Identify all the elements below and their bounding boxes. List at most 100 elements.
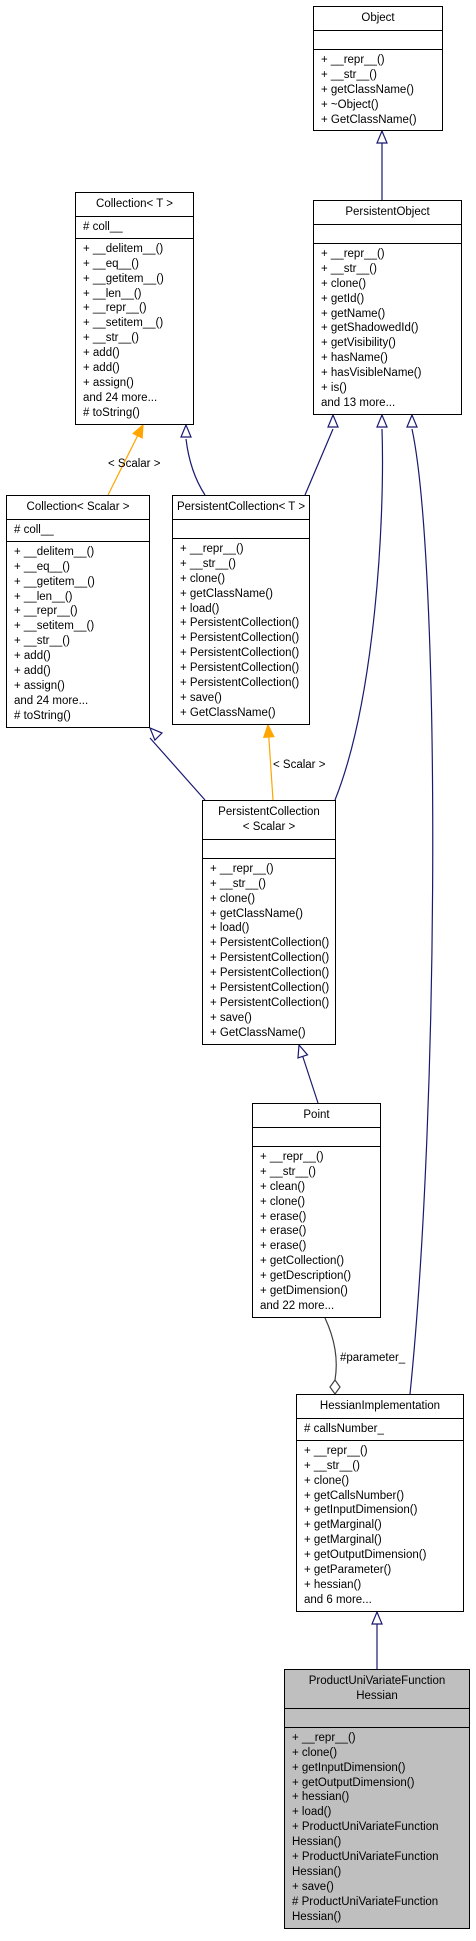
method: + __repr__() (321, 53, 385, 66)
method: + PersistentCollection() (180, 662, 300, 675)
collection-scalar-instantiates-collection-t (107, 424, 144, 496)
edge-label-scalar-collection: < Scalar > (108, 458, 161, 470)
method: + PersistentCollection() (210, 967, 330, 980)
methods-compartment: + __repr__()+ __str__()+ clone()+ getId(… (314, 242, 461, 414)
class-name: Point (303, 1109, 330, 1121)
method: Hessian() (292, 1865, 342, 1878)
class-collection-t[interactable]: Collection< T ># coll__+ __delitem__()+ … (75, 192, 194, 425)
class-title: Object (314, 7, 442, 30)
class-persistent-collection-t[interactable]: PersistentCollection< T > + __repr__() + _… (172, 495, 310, 725)
method: + PersistentCollection() (180, 617, 300, 630)
class-persistent-object[interactable]: PersistentObject+ __repr__()+ __str__()+… (313, 200, 462, 415)
method: + erase() (260, 1210, 307, 1223)
method: + GetClassName() (210, 1026, 306, 1039)
method: + getInputDimension() (292, 1761, 406, 1774)
class-name: Hessian (356, 1689, 398, 1702)
class-point[interactable]: Point+ __repr__()+ __str__()+ clean()+ c… (252, 1103, 381, 1318)
point-parameter-association (324, 1317, 337, 1381)
method: Hessian() (292, 1836, 342, 1849)
method: + erase() (260, 1225, 307, 1238)
method: + __eq__() (14, 560, 70, 573)
method: + ProductUniVariateFunction (292, 1821, 439, 1834)
method: # toString() (14, 709, 71, 722)
method: + __str__() (304, 1459, 360, 1472)
class-object[interactable]: Object+ __repr__()+ __str__()+ getClassN… (313, 6, 443, 132)
method: + __repr__() (83, 302, 147, 315)
method: + clone() (210, 892, 256, 905)
method: + __repr__() (14, 605, 78, 618)
persistent-collection-t-inherits-collection-t (185, 438, 206, 496)
method: + __len__() (14, 590, 73, 603)
method: + __repr__() (292, 1731, 356, 1744)
persistent-object-inherits-object-head (376, 129, 388, 144)
method: + getParameter() (304, 1564, 392, 1577)
method: + hessian() (304, 1578, 362, 1591)
method: + assign() (83, 376, 134, 389)
method: + hasName() (321, 352, 388, 365)
method: + clone() (321, 277, 367, 290)
method: + __delitem__() (83, 242, 164, 255)
methods-compartment: + __repr__()+ __str__()+ clone()+ getCla… (173, 537, 309, 724)
method: + __repr__() (180, 542, 244, 555)
method: + __setitem__() (83, 317, 164, 330)
attributes-compartment: # coll__ (7, 518, 149, 541)
class-name: PersistentCollection (218, 806, 320, 818)
method: and 6 more... (304, 1593, 372, 1606)
method: + __str__() (210, 877, 266, 890)
method: + __str__() (180, 557, 236, 570)
method: # ProductUniVariateFunction (292, 1895, 439, 1908)
method: + getShadowedId() (321, 322, 419, 335)
method: + add() (83, 362, 120, 375)
methods-compartment: + __delitem__()+ __eq__()+ __getitem__()… (76, 237, 193, 424)
attribute: # coll__ (83, 220, 123, 233)
class-name: HessianImplementation (319, 1400, 441, 1412)
method: + getClassName() (321, 83, 414, 96)
method: + hessian() (292, 1791, 350, 1804)
class-name: PersistentCollection< T > (176, 501, 306, 513)
method: + save() (292, 1880, 334, 1893)
method: + ProductUniVariateFunction (292, 1851, 439, 1864)
method: + getCallsNumber() (304, 1489, 405, 1502)
method: + add() (83, 347, 120, 360)
attributes-compartment (314, 29, 442, 49)
method: + clone() (180, 572, 226, 585)
method: + assign() (14, 679, 65, 692)
methods-compartment: + __repr__()+ __str__()+ clone()+ getCla… (203, 857, 335, 1044)
class-name: Collection< T > (96, 198, 173, 210)
method: and 22 more... (260, 1299, 335, 1312)
class-title: HessianImplementation (297, 1395, 463, 1418)
method: and 24 more... (14, 694, 89, 707)
method: and 13 more... (321, 396, 396, 409)
method: + load() (292, 1806, 332, 1819)
class-title: Collection< T > (76, 193, 193, 216)
method: + getMarginal() (304, 1519, 382, 1532)
edge-label-parameter: #parameter_ (340, 1352, 406, 1364)
method: + clean() (260, 1180, 306, 1193)
persistent-collection-scalar-inherits-persistent-object (334, 428, 384, 801)
inherit-collection-t-head (180, 423, 192, 438)
method: + __len__() (83, 287, 142, 300)
attributes-compartment: # coll__ (76, 215, 193, 238)
inherit-persistent-object-head-3 (406, 413, 418, 428)
method: + ~Object() (321, 98, 379, 111)
attributes-compartment (253, 1126, 380, 1146)
method: and 24 more... (83, 391, 158, 404)
method: + __setitem__() (14, 620, 95, 633)
method: + getOutputDimension() (304, 1549, 427, 1562)
inherit-collection-scalar-head (148, 726, 164, 742)
parameter-aggregation-diamond (329, 1378, 341, 1396)
persistent-collection-scalar-inherits-collection-scalar (149, 737, 206, 801)
edge-label-scalar-persistent-collection: < Scalar > (273, 759, 326, 771)
method: + save() (180, 691, 222, 704)
class-name: ProductUniVariateFunction (308, 1675, 446, 1687)
method: + getCollection() (260, 1255, 345, 1268)
method: + load() (210, 922, 250, 935)
class-persistent-collection-scalar[interactable]: PersistentCollection< Scalar >+ __repr__… (202, 800, 336, 1045)
class-collection-scalar[interactable]: Collection< Scalar ># coll__+ __delitem_… (6, 495, 150, 728)
class-hessian-implementation[interactable]: HessianImplementation# callsNumber_+ __r… (296, 1394, 464, 1612)
inherit-persistent-object-head-1 (327, 413, 339, 428)
method: + clone() (304, 1474, 350, 1487)
